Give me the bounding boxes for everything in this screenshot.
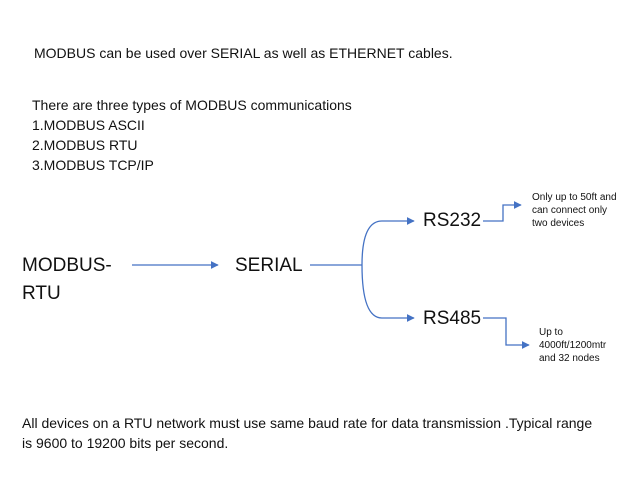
type-item-tcpip: 3.MODBUS TCP/IP (32, 157, 154, 173)
modbus-types-block: There are three types of MODBUS communic… (32, 95, 352, 175)
rs232-label: RS232 (423, 210, 482, 231)
rs485-note-line-2: 4000ft/1200mtr (539, 340, 607, 351)
footer-line-2: is 9600 to 19200 bits per second. (22, 435, 229, 451)
modbus-rtu-label: MODBUS- RTU (22, 252, 112, 308)
types-heading: There are three types of MODBUS communic… (32, 97, 352, 113)
rs485-note-line-1: Up to (539, 327, 563, 338)
rs485-note-line-3: and 32 nodes (539, 353, 600, 364)
rs232-note-line-2: can connect only (532, 205, 608, 216)
arrow-to-rs485 (361, 264, 415, 322)
type-item-ascii: 1.MODBUS ASCII (32, 117, 145, 133)
type-item-rtu: 2.MODBUS RTU (32, 137, 138, 153)
rs485-note: Up to 4000ft/1200mtr and 32 nodes (539, 326, 606, 365)
modbus-rtu-line-2: RTU (22, 283, 61, 304)
modbus-rtu-line-1: MODBUS- (22, 255, 112, 276)
rs232-note: Only up to 50ft and can connect only two… (532, 191, 617, 230)
intro-text: MODBUS can be used over SERIAL as well a… (34, 45, 453, 61)
footer-text: All devices on a RTU network must use sa… (22, 413, 592, 453)
serial-label: SERIAL (235, 255, 303, 276)
arrow-rs485-note (483, 317, 530, 349)
footer-line-1: All devices on a RTU network must use sa… (22, 415, 593, 431)
rs232-note-line-1: Only up to 50ft and (532, 192, 617, 203)
rs485-label: RS485 (423, 308, 482, 329)
rs232-note-line-3: two devices (532, 218, 585, 229)
arrow-to-rs232 (361, 217, 415, 266)
arrow-rs232-note (483, 201, 522, 222)
